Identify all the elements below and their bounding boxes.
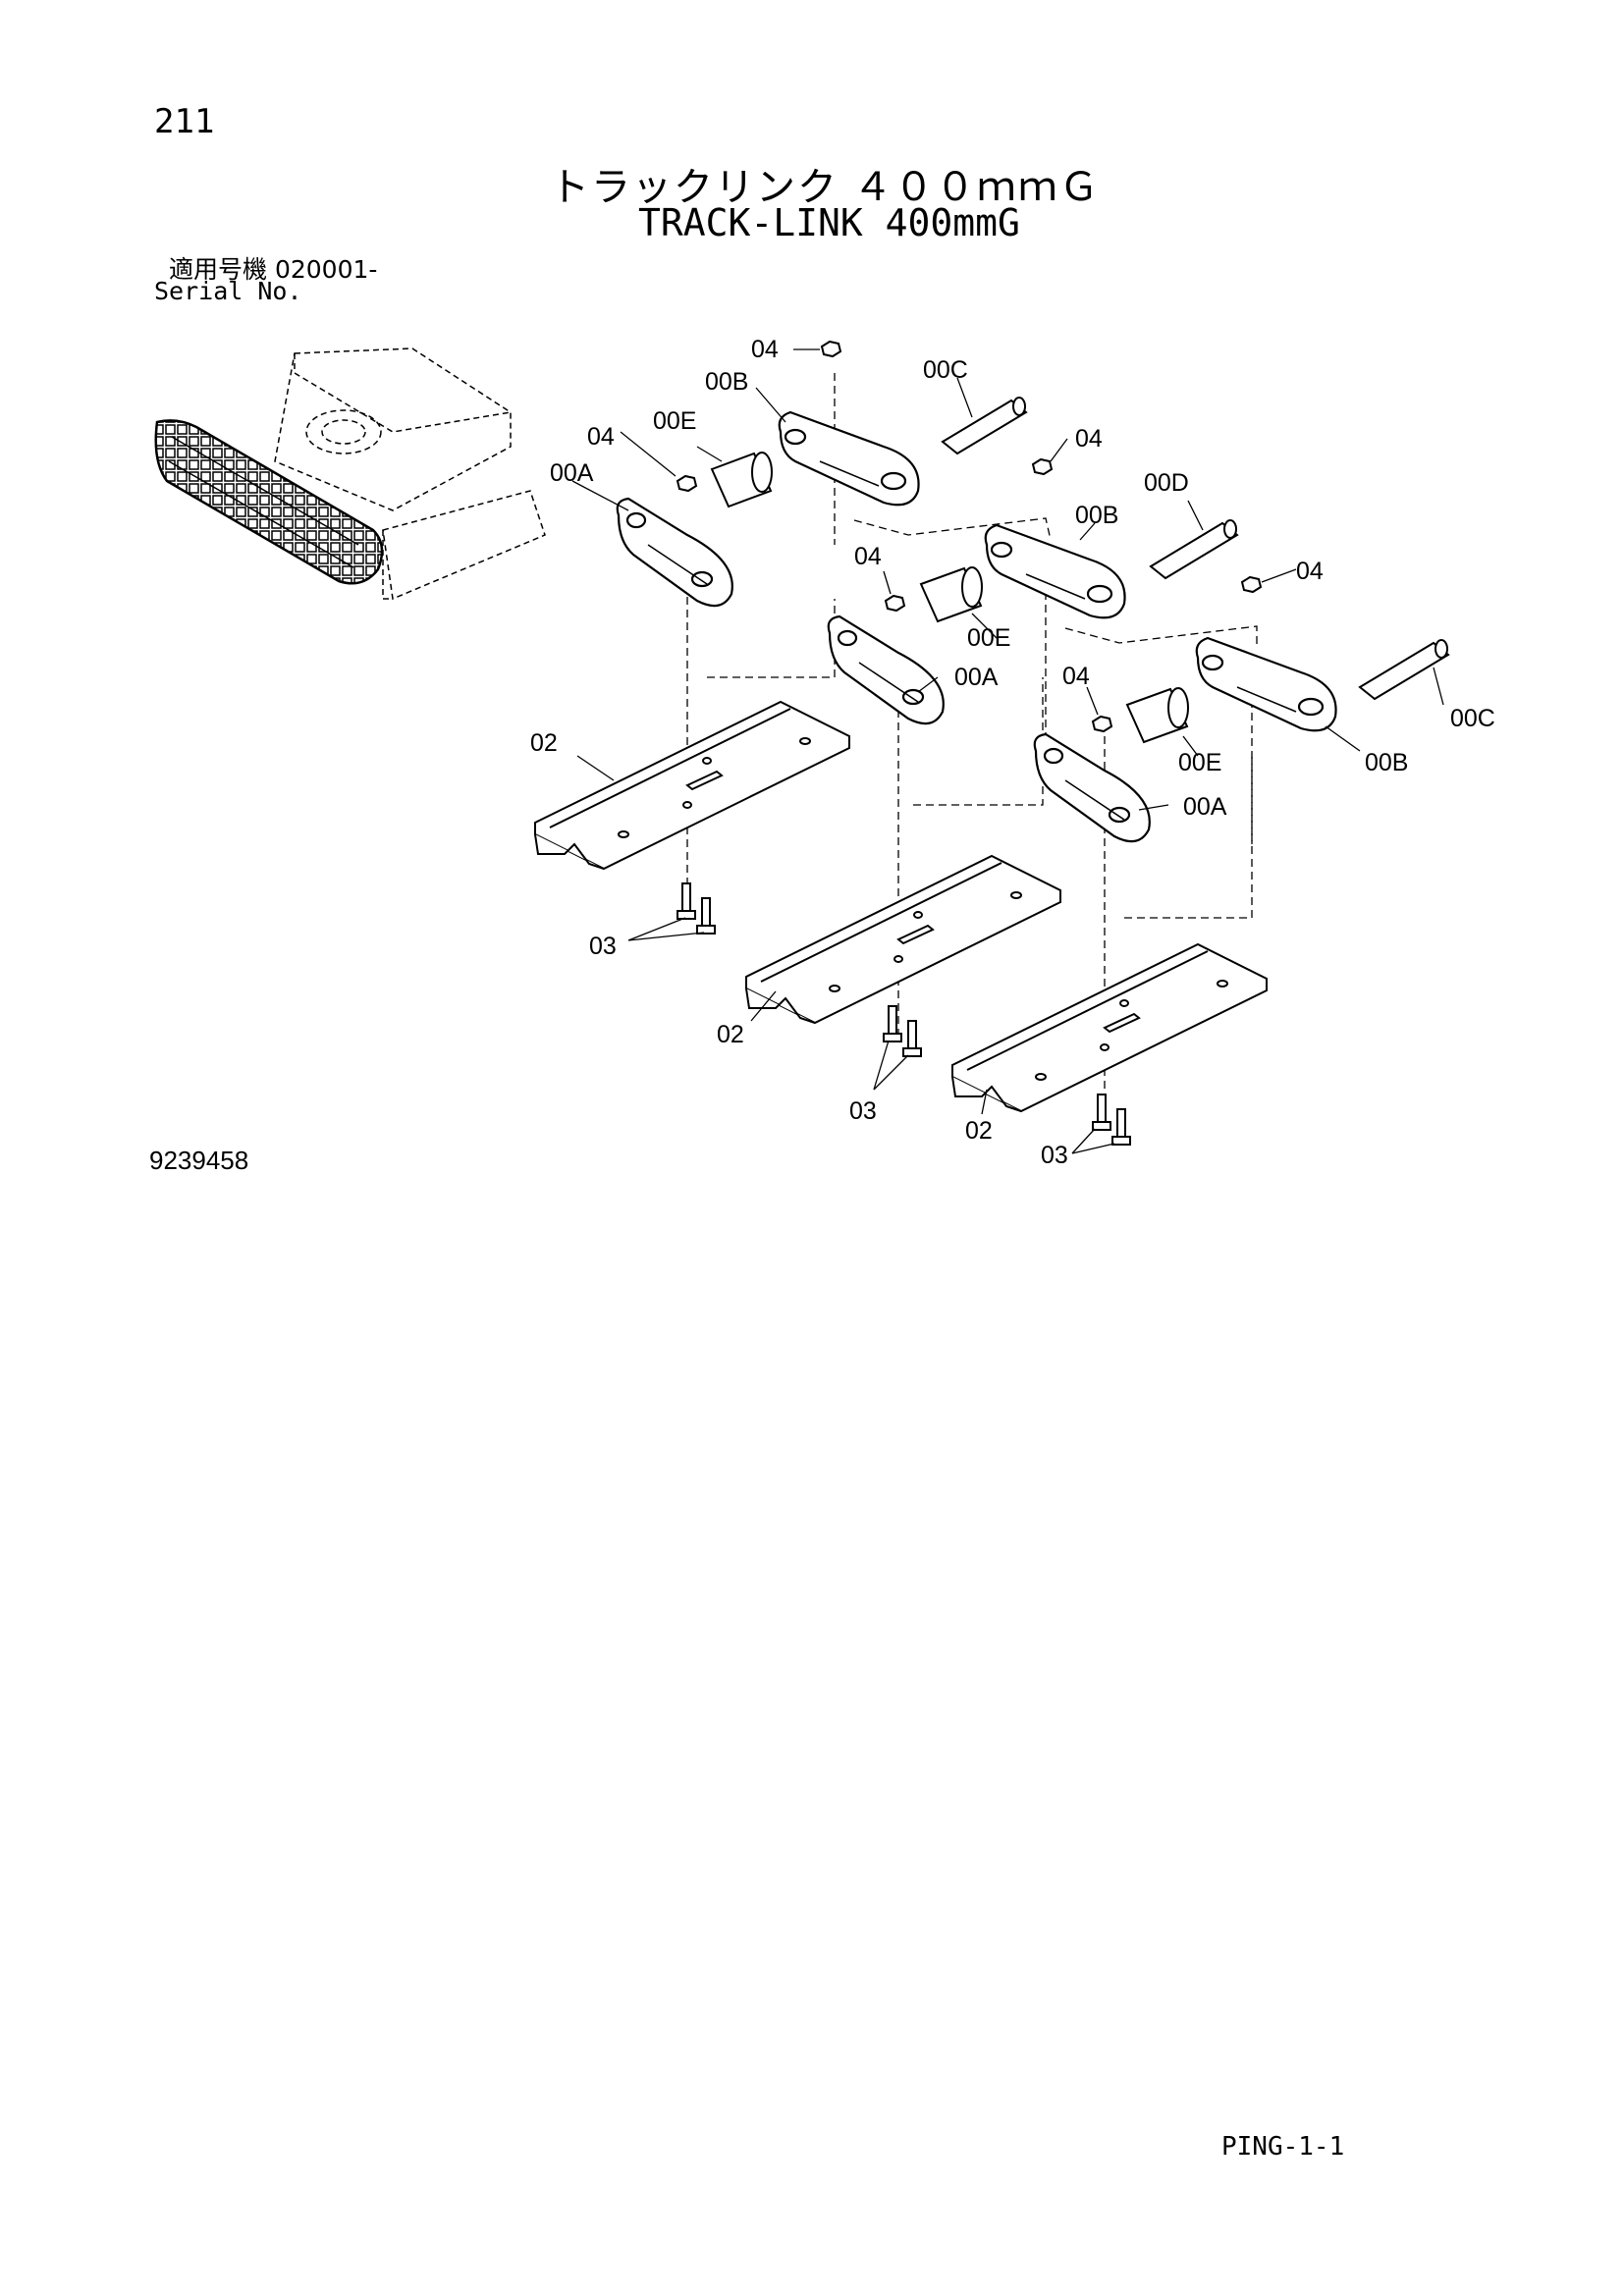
callout-03: 03	[589, 933, 617, 960]
page-code: PING-1-1	[1221, 2132, 1345, 2162]
callout-00C: 00C	[923, 356, 968, 384]
callout-04: 04	[854, 543, 882, 570]
callout-00B: 00B	[705, 368, 748, 396]
callout-00B: 00B	[1365, 749, 1408, 776]
callout-04: 04	[1062, 663, 1090, 690]
title-japanese: トラックリンク ４００ｍｍＧ	[550, 165, 1101, 210]
callout-02: 02	[530, 729, 558, 757]
callout-00D: 00D	[1144, 469, 1189, 497]
title-english: TRACK-LINK 400mmG	[638, 201, 1020, 244]
callout-00E: 00E	[967, 624, 1010, 652]
callout-02: 02	[717, 1021, 744, 1048]
callout-04: 04	[1296, 558, 1324, 585]
callout-00E: 00E	[1178, 749, 1221, 776]
callout-00A: 00A	[550, 459, 594, 487]
callout-04: 04	[1075, 425, 1103, 453]
callout-04: 04	[751, 336, 779, 363]
serial-label-english: Serial No.	[154, 277, 302, 305]
callout-03: 03	[1041, 1142, 1068, 1169]
callout-00C: 00C	[1450, 705, 1495, 732]
callout-00B: 00B	[1075, 502, 1118, 529]
callout-03: 03	[849, 1097, 877, 1125]
callout-04: 04	[587, 423, 615, 451]
callout-00E: 00E	[653, 407, 696, 435]
page-number: 211	[154, 102, 215, 141]
callout-00A: 00A	[1183, 793, 1227, 821]
drawing-number: 9239458	[149, 1146, 249, 1175]
callout-02: 02	[965, 1117, 993, 1145]
serial-label-japanese: 適用号機 020001-	[169, 255, 378, 284]
callout-00A: 00A	[954, 664, 999, 691]
excavator-thumbnail	[154, 347, 546, 601]
